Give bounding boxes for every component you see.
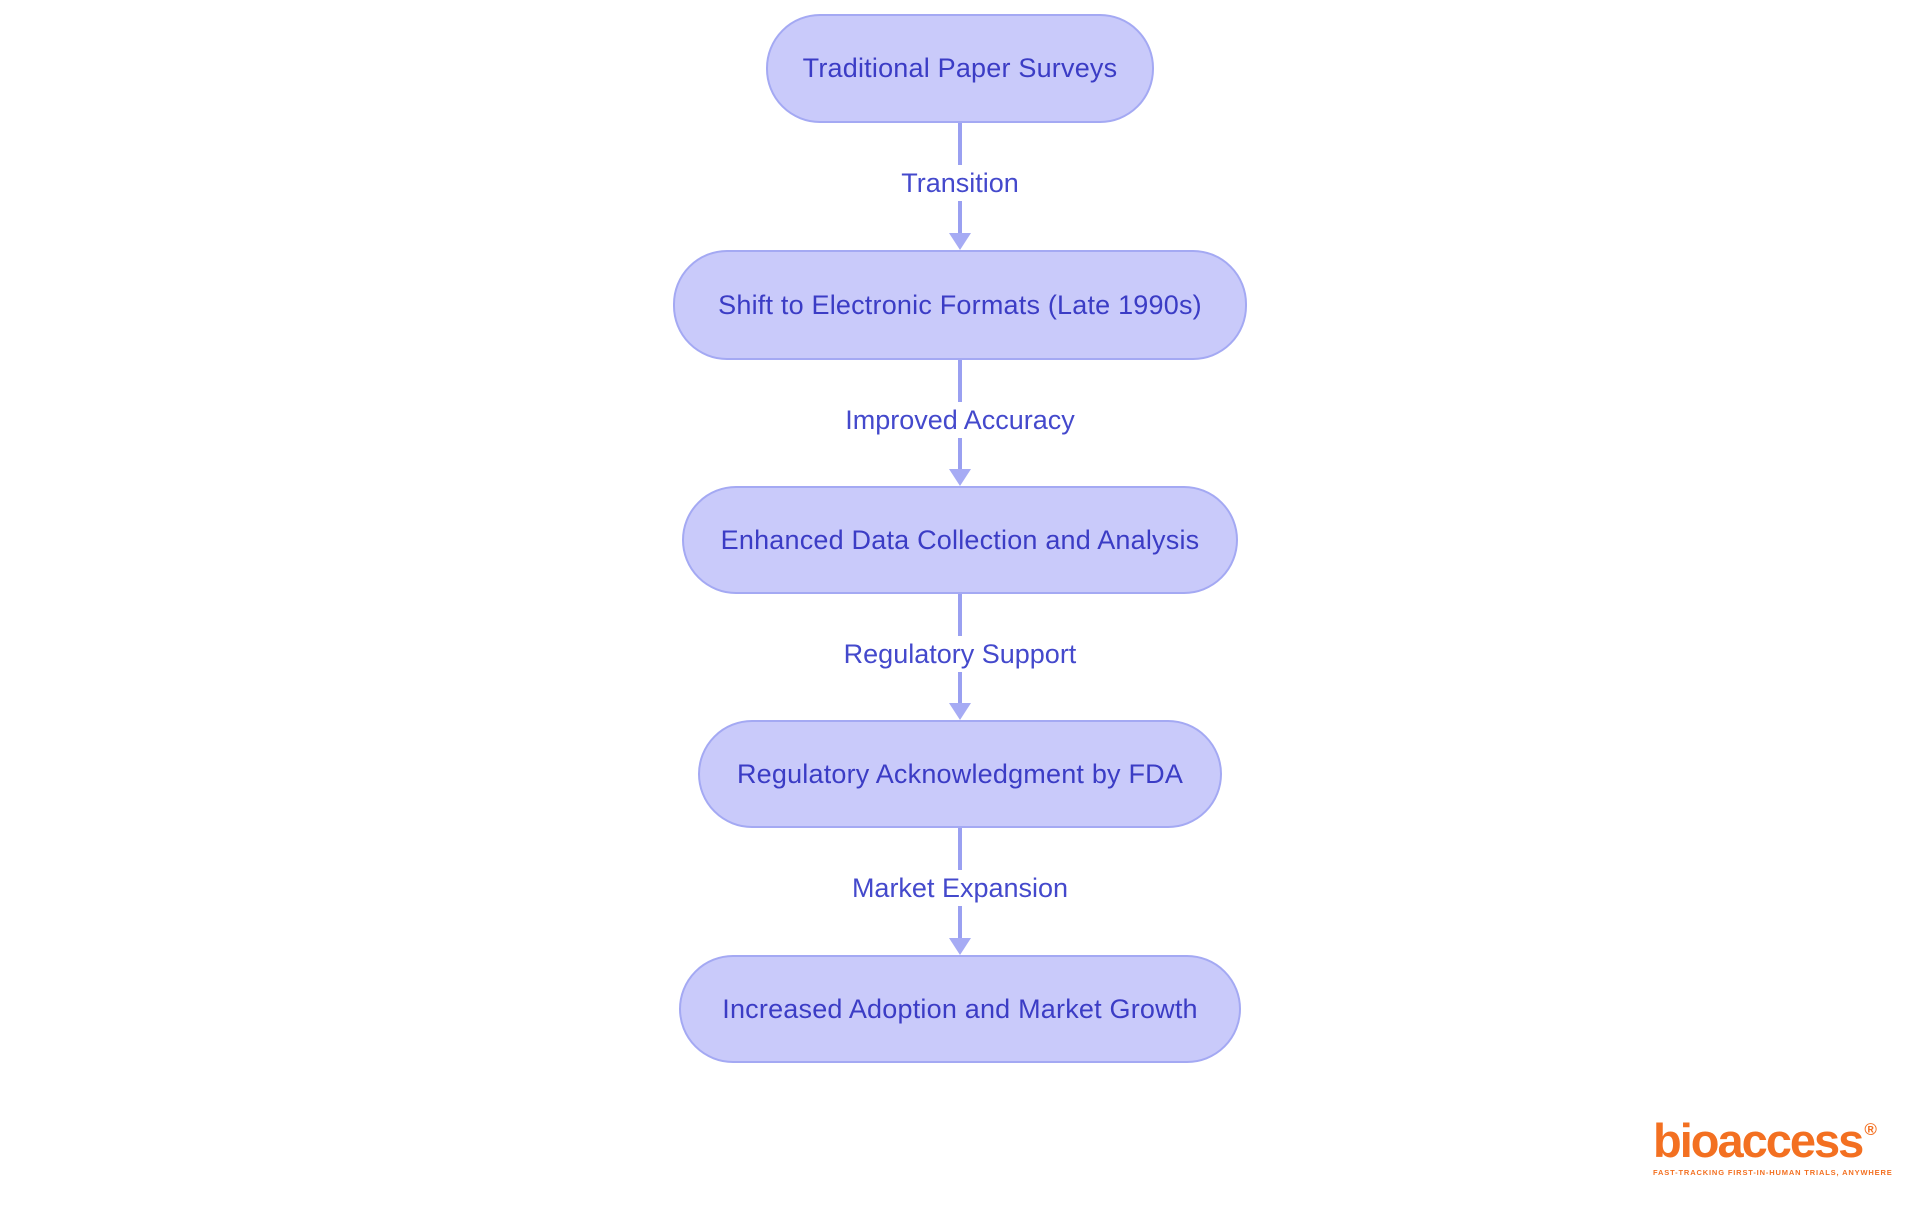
flow-node-label: Traditional Paper Surveys xyxy=(802,53,1118,83)
flow-node-regulatory-acknowledgment-fda: Regulatory Acknowledgment by FDA xyxy=(698,720,1222,828)
flow-node-label: Regulatory Acknowledgment by FDA xyxy=(736,758,1184,789)
logo-brand-text: bioaccess xyxy=(1653,1114,1864,1167)
edge-line-top xyxy=(958,828,962,870)
flow-node-enhanced-data-collection: Enhanced Data Collection and Analysis xyxy=(682,486,1238,594)
flow-node-label: Enhanced Data Collection and Analysis xyxy=(720,524,1200,555)
flow-node-traditional-paper-surveys: Traditional Paper Surveys xyxy=(766,14,1154,123)
flow-node-label: Shift to Electronic Formats (Late 1990s) xyxy=(718,289,1202,320)
edge-line-bottom xyxy=(958,201,962,237)
flow-node-increased-adoption-market-growth: Increased Adoption and Market Growth xyxy=(679,955,1241,1063)
edge-label: Improved Accuracy xyxy=(845,405,1075,435)
edge-line-top xyxy=(958,594,962,636)
edge-label: Market Expansion xyxy=(851,873,1069,903)
edge-line-bottom xyxy=(958,438,962,473)
edge-label: Regulatory Support xyxy=(843,639,1077,669)
flow-edge-improved-accuracy: Improved Accuracy xyxy=(780,360,1140,486)
flow-edge-transition: Transition xyxy=(780,123,1140,250)
logo-tagline: FAST-TRACKING FIRST-IN-HUMAN TRIALS, ANY… xyxy=(1653,1168,1893,1178)
arrowhead-down-icon xyxy=(949,703,971,720)
bioaccess-logo: bioaccess® FAST-TRACKING FIRST-IN-HUMAN … xyxy=(1653,1114,1893,1178)
registered-trademark-icon: ® xyxy=(1864,1120,1877,1139)
flow-node-shift-to-electronic-formats: Shift to Electronic Formats (Late 1990s) xyxy=(673,250,1247,360)
flow-edge-regulatory-support: Regulatory Support xyxy=(780,594,1140,720)
edge-label: Transition xyxy=(901,168,1019,198)
arrowhead-down-icon xyxy=(949,469,971,486)
edge-line-top xyxy=(958,123,962,165)
arrowhead-down-icon xyxy=(949,233,971,250)
logo-wordmark: bioaccess® xyxy=(1653,1114,1877,1167)
arrowhead-down-icon xyxy=(949,938,971,955)
edge-line-bottom xyxy=(958,906,962,942)
flow-edge-market-expansion: Market Expansion xyxy=(780,828,1140,955)
flow-node-label: Increased Adoption and Market Growth xyxy=(722,993,1198,1024)
edge-line-top xyxy=(958,360,962,402)
edge-line-bottom xyxy=(958,672,962,707)
